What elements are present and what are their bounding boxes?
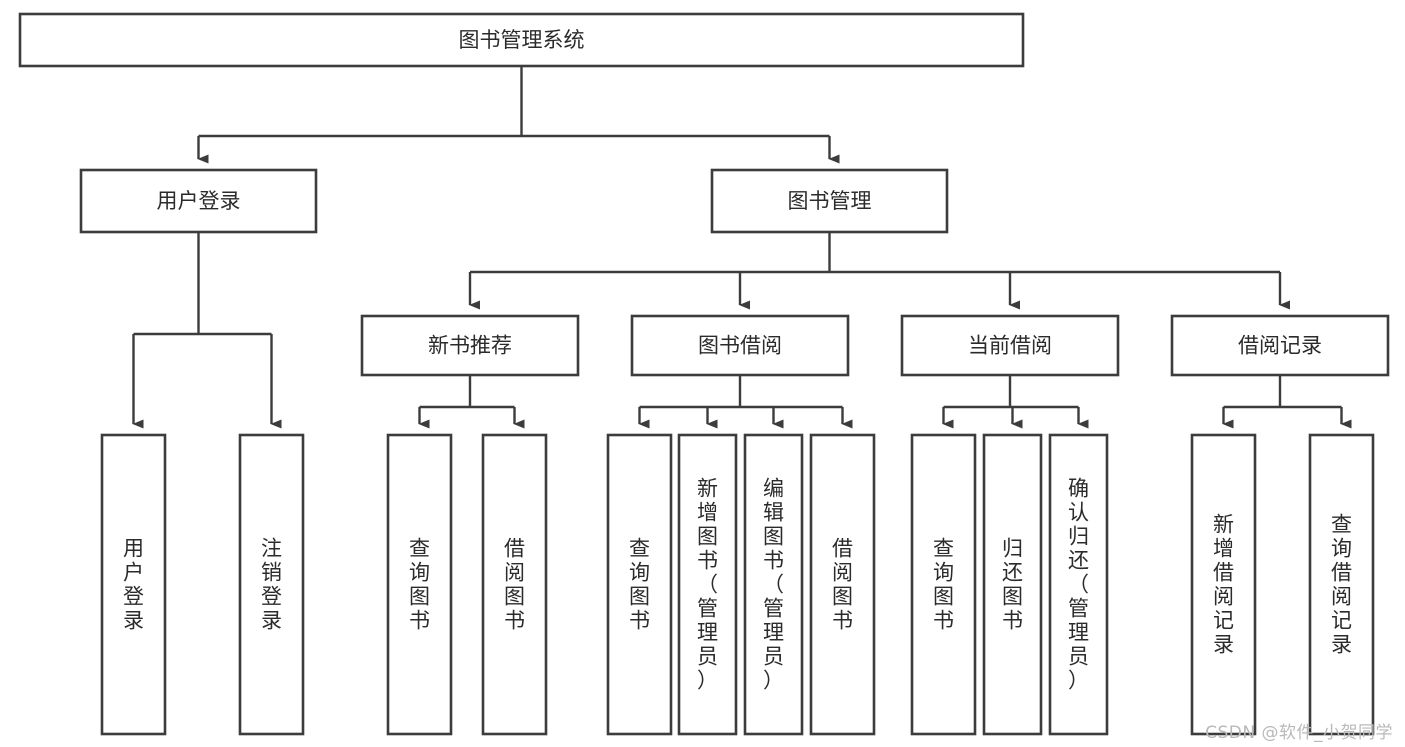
node-box-book-management[interactable] bbox=[710, 168, 949, 234]
node-leaf-confirm-return-admin[interactable]: 确认归还（管理员） bbox=[1048, 433, 1109, 736]
node-box-new-book-recommend[interactable] bbox=[360, 314, 580, 377]
node-label-leaf-borrow-book: 借阅图书 bbox=[832, 537, 853, 633]
node-box-current-borrow[interactable] bbox=[900, 314, 1120, 377]
node-current-borrow[interactable]: 当前借阅 bbox=[900, 314, 1120, 377]
node-borrow-records[interactable]: 借阅记录 bbox=[1170, 314, 1390, 377]
node-user-login[interactable]: 用户登录 bbox=[79, 168, 318, 234]
node-box-leaf-edit-book-admin[interactable] bbox=[743, 433, 804, 736]
node-label-leaf-add-book-admin: 新增图书（管理员） bbox=[697, 477, 718, 693]
node-box-leaf-query-borrow-record[interactable] bbox=[1308, 433, 1375, 736]
node-leaf-user-login[interactable]: 用户登录 bbox=[100, 433, 167, 736]
node-new-book-recommend[interactable]: 新书推荐 bbox=[360, 314, 580, 377]
node-box-leaf-borrow-book[interactable] bbox=[809, 433, 876, 736]
node-box-user-login[interactable] bbox=[79, 168, 318, 234]
node-leaf-query-borrow-record[interactable]: 查询借阅记录 bbox=[1308, 433, 1375, 736]
node-label-leaf-logout: 注销登录 bbox=[261, 537, 282, 633]
connector-group-root bbox=[197, 66, 840, 164]
node-book-management[interactable]: 图书管理 bbox=[710, 168, 949, 234]
node-leaf-add-borrow-record[interactable]: 新增借阅记录 bbox=[1190, 433, 1257, 736]
node-box-book-borrow[interactable] bbox=[630, 314, 850, 377]
connector-group-book-management bbox=[468, 232, 1290, 310]
node-box-leaf-return-book[interactable] bbox=[982, 433, 1043, 736]
node-leaf-return-book[interactable]: 归还图书 bbox=[982, 433, 1043, 736]
node-box-leaf-query-book-borrow[interactable] bbox=[606, 433, 673, 736]
node-label-current-borrow: 当前借阅 bbox=[968, 334, 1052, 358]
node-leaf-borrow-book[interactable]: 借阅图书 bbox=[809, 433, 876, 736]
node-label-leaf-return-book: 归还图书 bbox=[1002, 537, 1023, 633]
node-label-user-login: 用户登录 bbox=[157, 189, 241, 213]
node-label-leaf-user-login: 用户登录 bbox=[123, 537, 144, 633]
node-leaf-query-book-recommend[interactable]: 查询图书 bbox=[386, 433, 453, 736]
node-leaf-edit-book-admin[interactable]: 编辑图书（管理员） bbox=[743, 433, 804, 736]
nodes-layer: 图书管理系统用户登录图书管理新书推荐图书借阅当前借阅借阅记录用户登录注销登录查询… bbox=[18, 12, 1390, 736]
node-box-leaf-borrow-book-recommend[interactable] bbox=[481, 433, 548, 736]
node-label-new-book-recommend: 新书推荐 bbox=[428, 334, 512, 358]
node-box-leaf-logout[interactable] bbox=[238, 433, 305, 736]
watermark-label: CSDN @软件_小贺同学 bbox=[1205, 723, 1393, 743]
node-box-leaf-query-book-recommend[interactable] bbox=[386, 433, 453, 736]
node-label-root: 图书管理系统 bbox=[459, 28, 585, 52]
node-label-borrow-records: 借阅记录 bbox=[1238, 334, 1322, 358]
connector-group-borrow-records bbox=[1222, 375, 1352, 429]
node-label-leaf-borrow-book-recommend: 借阅图书 bbox=[504, 537, 525, 633]
connector-group-current-borrow bbox=[942, 375, 1089, 429]
node-box-root[interactable] bbox=[18, 12, 1025, 68]
node-label-leaf-confirm-return-admin: 确认归还（管理员） bbox=[1068, 477, 1089, 693]
node-label-book-management: 图书管理 bbox=[788, 189, 872, 213]
connector-group-new-book-recommend bbox=[418, 375, 525, 429]
node-leaf-query-book-current[interactable]: 查询图书 bbox=[910, 433, 977, 736]
node-label-leaf-query-book-borrow: 查询图书 bbox=[629, 537, 650, 633]
node-box-leaf-add-borrow-record[interactable] bbox=[1190, 433, 1257, 736]
node-root[interactable]: 图书管理系统 bbox=[18, 12, 1025, 68]
node-label-book-borrow: 图书借阅 bbox=[698, 334, 782, 358]
node-box-leaf-add-book-admin[interactable] bbox=[677, 433, 738, 736]
node-label-leaf-query-book-current: 查询图书 bbox=[933, 537, 954, 633]
node-label-leaf-query-book-recommend: 查询图书 bbox=[409, 537, 430, 633]
node-box-borrow-records[interactable] bbox=[1170, 314, 1390, 377]
node-label-leaf-add-borrow-record: 新增借阅记录 bbox=[1213, 513, 1234, 657]
node-leaf-add-book-admin[interactable]: 新增图书（管理员） bbox=[677, 433, 738, 736]
node-label-leaf-edit-book-admin: 编辑图书（管理员） bbox=[763, 477, 784, 693]
node-label-leaf-query-borrow-record: 查询借阅记录 bbox=[1331, 513, 1352, 657]
node-leaf-logout[interactable]: 注销登录 bbox=[238, 433, 305, 736]
connector-group-book-borrow bbox=[638, 375, 853, 429]
connector-group-user-login bbox=[132, 232, 282, 429]
node-book-borrow[interactable]: 图书借阅 bbox=[630, 314, 850, 377]
node-leaf-query-book-borrow[interactable]: 查询图书 bbox=[606, 433, 673, 736]
node-box-leaf-query-book-current[interactable] bbox=[910, 433, 977, 736]
node-box-leaf-user-login[interactable] bbox=[100, 433, 167, 736]
node-box-leaf-confirm-return-admin[interactable] bbox=[1048, 433, 1109, 736]
connectors-layer bbox=[132, 66, 1352, 429]
node-leaf-borrow-book-recommend[interactable]: 借阅图书 bbox=[481, 433, 548, 736]
